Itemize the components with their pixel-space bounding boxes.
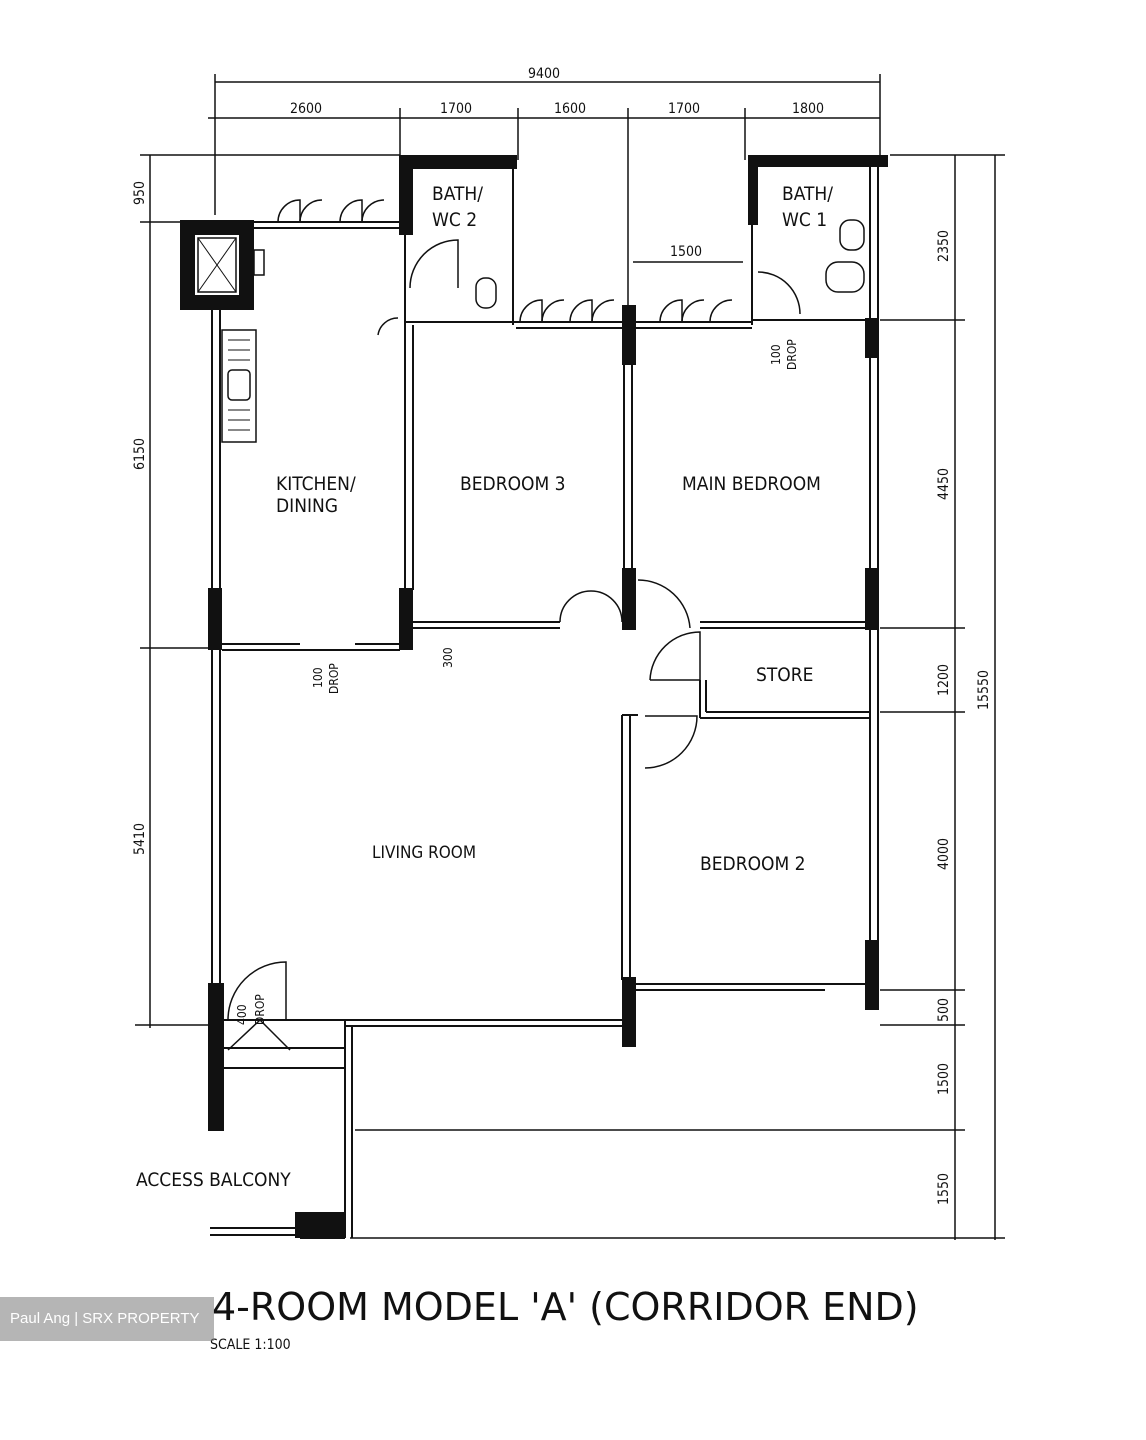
bath-wc-2-label-line1: BATH/ — [432, 183, 483, 205]
dim-top-4: 1700 — [668, 101, 700, 117]
right-dimension-lines — [350, 154, 1005, 1240]
dim-right-6: 1500 — [936, 1063, 952, 1095]
main-bedroom-label: MAIN BEDROOM — [682, 473, 821, 495]
dim-top-2: 1700 — [440, 101, 472, 117]
room-labels: BATH/ WC 2 BATH/ WC 1 KITCHEN/ DINING BE… — [136, 183, 833, 1191]
drop-note-kitchen-text: DROP — [327, 663, 341, 694]
drop-note-bath1-text: DROP — [785, 339, 799, 370]
dim-right-1: 2350 — [936, 230, 952, 262]
dim-right-7: 1550 — [936, 1173, 952, 1205]
dim-top-3: 1600 — [554, 101, 586, 117]
bath-wc-1-label-line2: WC 1 — [782, 209, 827, 231]
drop-note-entrance-value: 400 — [235, 1004, 249, 1025]
dim-right-4: 4000 — [936, 838, 952, 870]
dim-inner-1500: 1500 — [670, 244, 702, 260]
bath-wc-2-label-line2: WC 2 — [432, 209, 477, 231]
plan-title: 4-ROOM MODEL 'A' (CORRIDOR END) — [212, 1285, 919, 1329]
dim-right-3: 1200 — [936, 664, 952, 696]
dim-left-1: 950 — [132, 181, 148, 205]
dim-top-1: 2600 — [290, 101, 322, 117]
access-balcony-label: ACCESS BALCONY — [136, 1169, 291, 1191]
bedroom-2-label: BEDROOM 2 — [700, 853, 806, 875]
watermark: Paul Ang | SRX PROPERTY — [0, 1297, 214, 1341]
drop-note-kitchen-value: 100 — [311, 667, 325, 688]
dim-top-5: 1800 — [792, 101, 824, 117]
dim-left-2: 6150 — [132, 438, 148, 470]
top-dimension-lines — [208, 74, 881, 310]
drop-note-bath1-value: 100 — [769, 344, 783, 365]
walls — [210, 165, 879, 1239]
left-dimension-lines — [135, 154, 400, 1028]
dim-right-2: 4450 — [936, 468, 952, 500]
dim-right-5: 500 — [936, 998, 952, 1022]
plan-scale: SCALE 1:100 — [210, 1337, 291, 1353]
kitchen-label-line2: DINING — [276, 495, 338, 517]
step-note-300: 300 — [441, 647, 455, 668]
doors — [227, 199, 801, 1051]
dimension-labels: 9400 2600 1700 1600 1700 1800 1500 950 6… — [132, 66, 992, 1205]
kitchen-label-line1: KITCHEN/ — [276, 473, 356, 495]
dim-left-3: 5410 — [132, 823, 148, 855]
bedroom-3-label: BEDROOM 3 — [460, 473, 566, 495]
living-room-label: LIVING ROOM — [372, 843, 476, 863]
drop-note-entrance-text: DROP — [253, 994, 267, 1025]
dim-top-total: 9400 — [528, 66, 560, 82]
fixtures — [221, 219, 865, 443]
structural-columns — [180, 155, 888, 1238]
bath-wc-1-label-line1: BATH/ — [782, 183, 833, 205]
notes: 100 DROP 100 DROP 400 DROP 300 — [235, 339, 799, 1025]
store-label: STORE — [756, 664, 813, 686]
dim-right-total: 15550 — [976, 670, 992, 710]
